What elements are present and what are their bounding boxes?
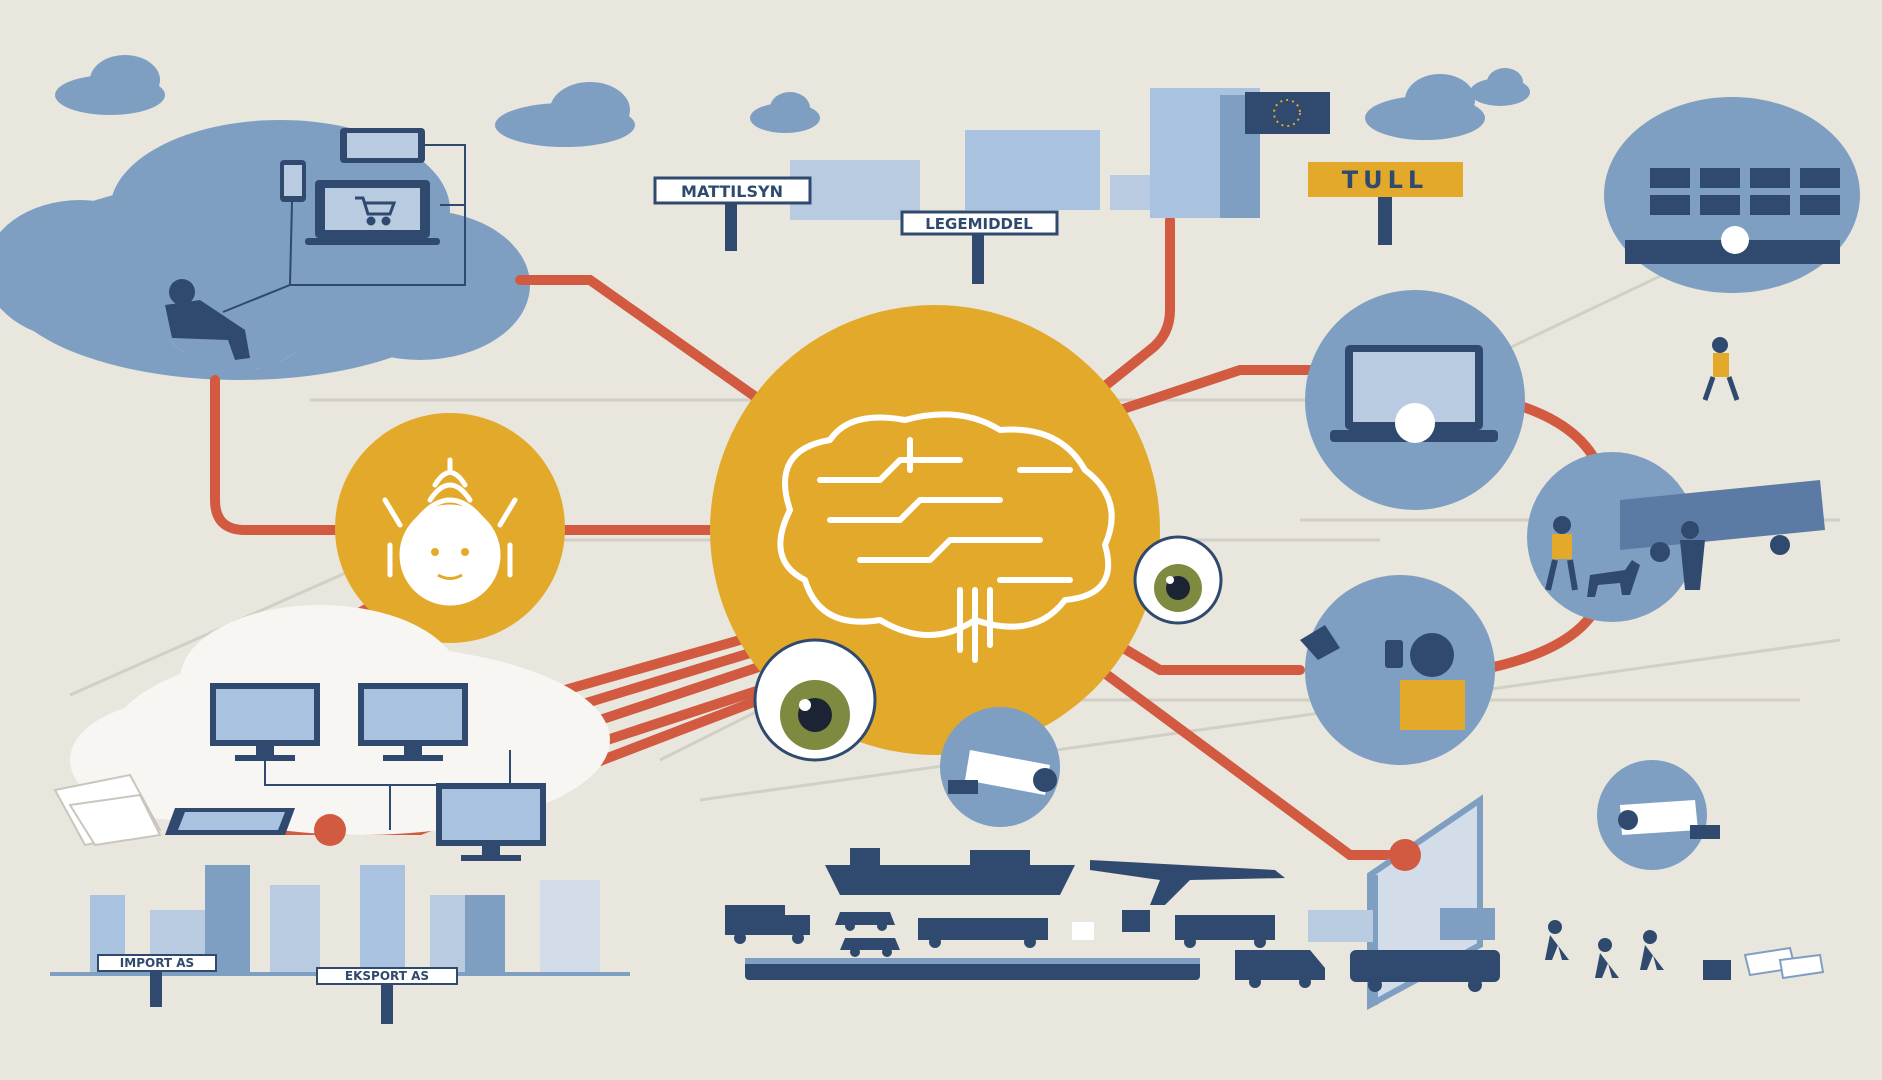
container-icon [1308, 910, 1373, 942]
monitor-icon [358, 683, 468, 761]
robot-head-icon [382, 457, 518, 606]
cctv-camera-icon [1618, 800, 1720, 839]
government-buildings [790, 88, 1330, 220]
tull-sign: TULL [1308, 162, 1463, 245]
truck-icon [918, 918, 1048, 948]
ship-icon [825, 848, 1075, 895]
truck-icon [1175, 915, 1275, 948]
online-shopping-cloud [0, 120, 530, 380]
cloud-icon [495, 82, 635, 147]
cctv-camera-icon [948, 750, 1057, 795]
person-walking-icon [1640, 930, 1664, 970]
network-node [314, 814, 346, 846]
scanner-icon [165, 808, 295, 835]
legemiddel-sign: LEGEMIDDEL [900, 210, 1059, 284]
mattilsyn-sign: MATTILSYN [653, 176, 812, 251]
cart-icon [355, 196, 397, 226]
device-cables [222, 144, 466, 313]
data-analyst-circle [1305, 290, 1525, 510]
x-ray-machine-icon [1440, 908, 1495, 940]
transport-fleet [725, 848, 1731, 992]
dog-patrol-circle [1527, 452, 1825, 622]
cctv-camera-circle [940, 707, 1060, 827]
import-sign-label: IMPORT AS [120, 956, 194, 970]
brain-icon [777, 411, 1115, 663]
bus-icon [1350, 950, 1500, 992]
monitor-icon [210, 683, 320, 761]
cloud-icon [1365, 74, 1485, 140]
van-icon [1620, 480, 1825, 562]
eu-flag-icon [1245, 92, 1330, 134]
parcel-icon [1122, 910, 1150, 932]
cloud-icon [0, 120, 530, 380]
person-walking-icon [1545, 920, 1569, 960]
person-reading-icon [165, 279, 250, 360]
eye-icon [753, 638, 877, 762]
cloud-icon [1470, 68, 1530, 106]
van-icon [1235, 950, 1325, 988]
parcel-tag-icon [1300, 625, 1340, 660]
small-clouds [55, 55, 1530, 147]
officer-icon [1400, 633, 1465, 730]
monitor-icon [436, 783, 546, 861]
import-sign: IMPORT AS [97, 954, 217, 1007]
cloud-icon [750, 92, 820, 133]
inspector-walking-icon [1702, 337, 1740, 401]
office-network-cloud [53, 605, 610, 861]
ai-assistant [335, 413, 565, 643]
mattilsyn-sign-label: MATTILSYN [681, 182, 783, 201]
envelope-icon [1743, 946, 1825, 980]
papers-icon [53, 773, 162, 847]
phone-icon [1385, 640, 1403, 668]
cctv-camera-circle [1597, 760, 1720, 870]
network-node [1389, 839, 1421, 871]
mobile-scan-circle [1300, 575, 1495, 765]
cloud-icon [55, 55, 165, 115]
legemiddel-sign-label: LEGEMIDDEL [925, 215, 1033, 233]
phone-icon [280, 160, 306, 202]
monitor-wall-icon [1625, 168, 1840, 264]
officer-icon [1545, 516, 1578, 591]
parcel-icon [1703, 960, 1731, 980]
export-sign: EKSPORT AS [316, 967, 458, 1024]
officer-icon [1680, 521, 1705, 590]
train-icon [745, 958, 1200, 980]
dog-icon [1587, 560, 1640, 597]
car-icon [840, 938, 900, 957]
eye-icon [1133, 535, 1223, 625]
car-icon [835, 912, 895, 931]
truck-icon [725, 905, 810, 944]
person-walking-icon [1595, 938, 1619, 978]
tablet-icon [340, 128, 425, 163]
export-sign-label: EKSPORT AS [345, 969, 429, 983]
laptop-icon [305, 180, 440, 245]
control-room-circle [1604, 97, 1860, 293]
airplane-icon [1090, 860, 1285, 905]
tull-sign-label: TULL [1342, 166, 1428, 194]
parcel-icon [1072, 922, 1094, 940]
